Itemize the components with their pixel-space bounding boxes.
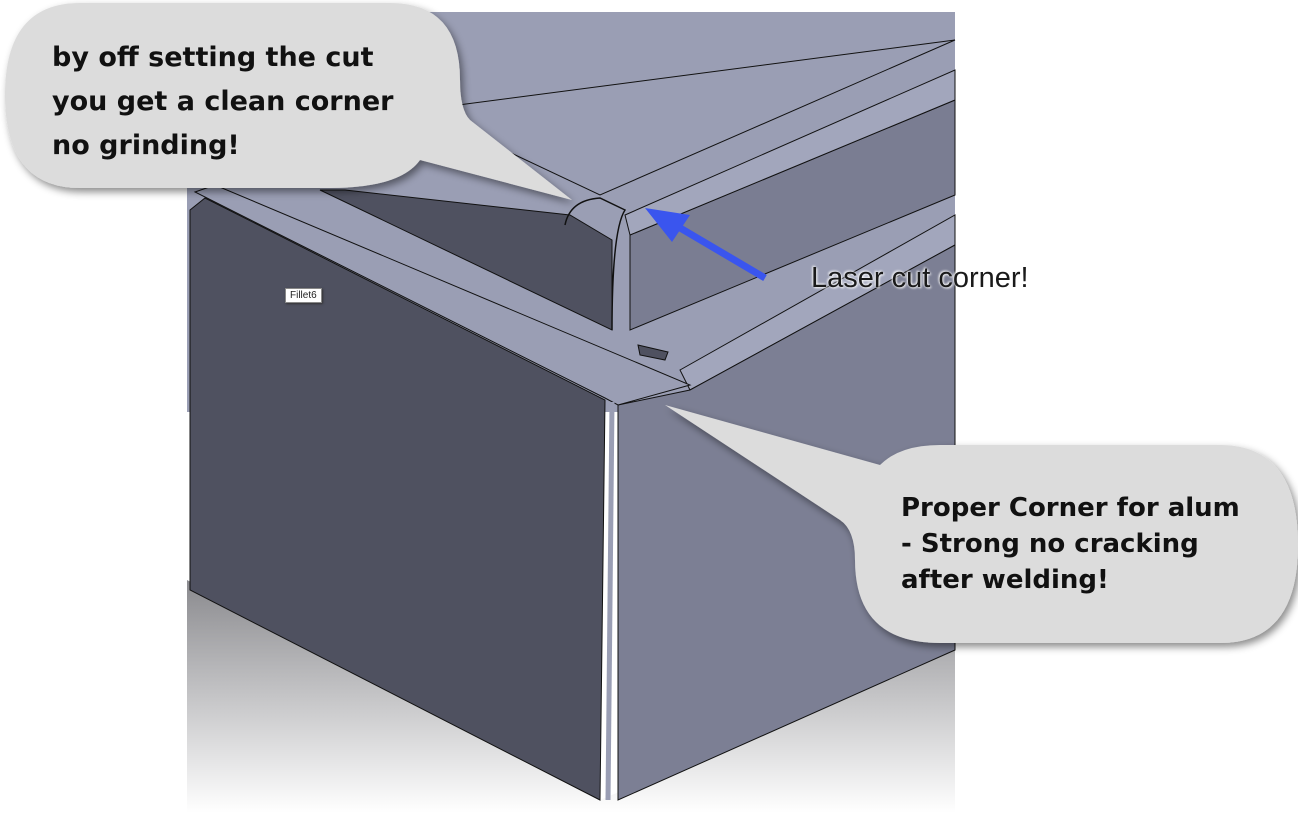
callout-bottom-right bbox=[665, 405, 1298, 643]
inner-wall bbox=[319, 189, 613, 331]
callout-top-left-text: by off setting the cut you get a clean c… bbox=[52, 42, 394, 161]
front-face bbox=[189, 197, 606, 801]
corner-notch bbox=[637, 344, 669, 361]
corner-seam bbox=[605, 401, 615, 801]
feature-tooltip: Fillet6 bbox=[285, 288, 322, 303]
floor-shadow bbox=[187, 580, 955, 813]
upper-lip bbox=[624, 69, 956, 236]
callout-top-left bbox=[5, 3, 572, 200]
blue-arrow-icon bbox=[645, 208, 767, 282]
arrow-label: Laser cut corner! bbox=[811, 262, 1029, 294]
callout-bottom-right-text: Proper Corner for alum - Strong no crack… bbox=[901, 493, 1240, 595]
offset-cut bbox=[564, 197, 627, 331]
